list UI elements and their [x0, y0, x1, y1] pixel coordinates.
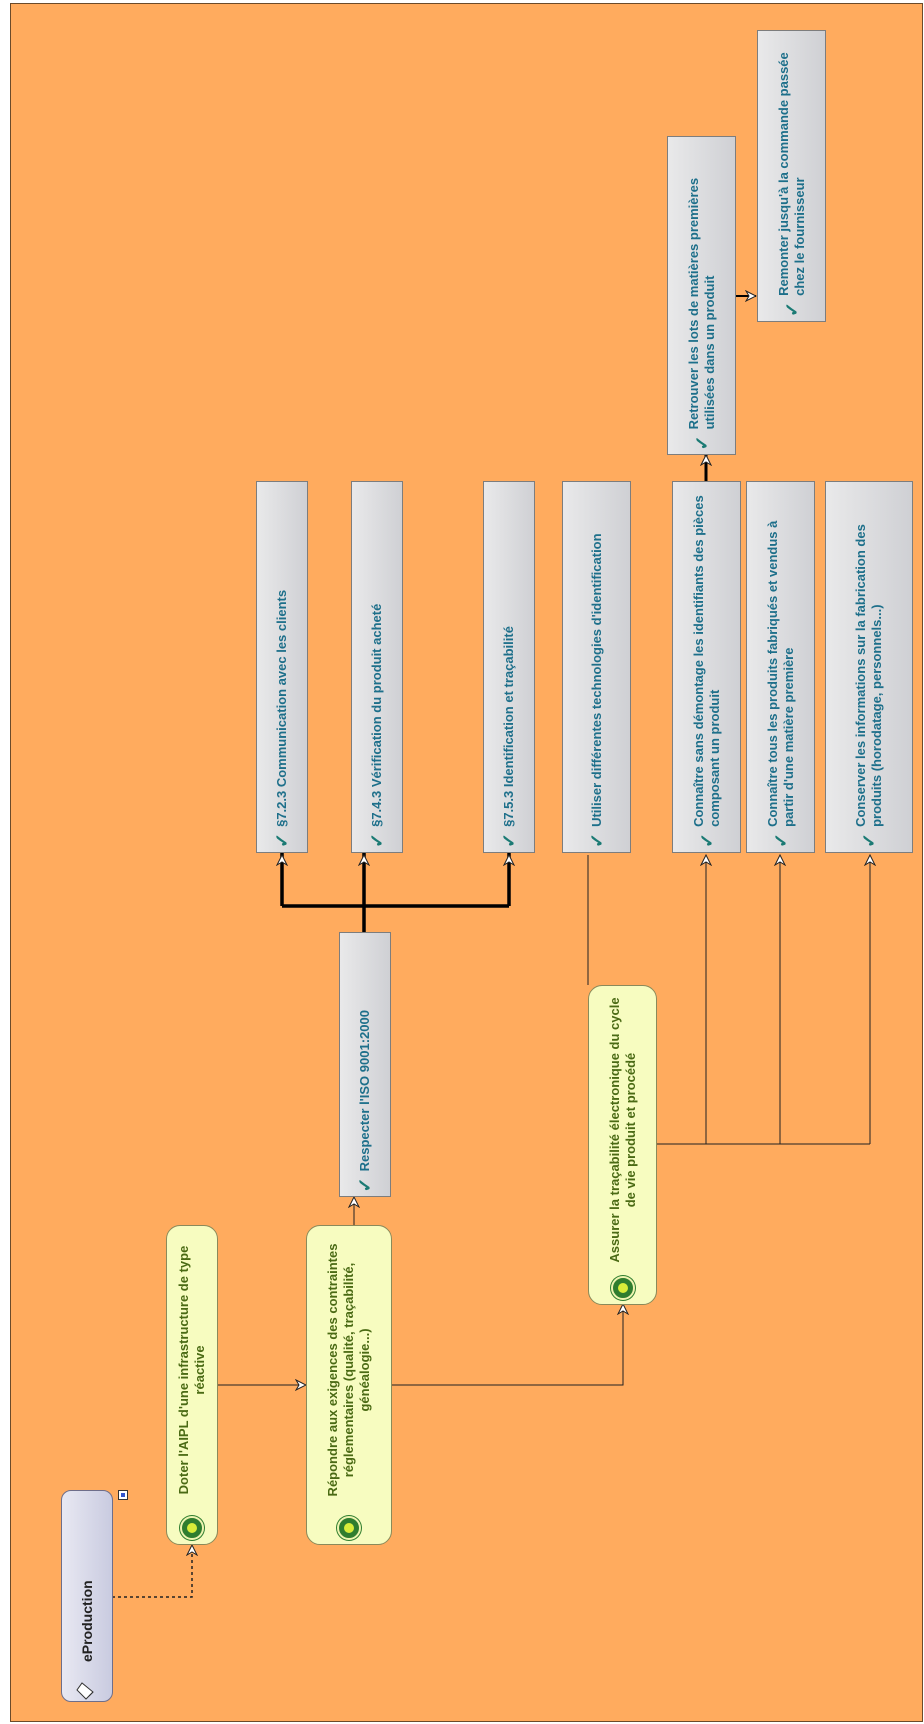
requirement-produits-label: Connaître tous les produits fabriqués et… [764, 520, 796, 827]
check-icon: ✓ [586, 832, 607, 848]
requirement-clause-743[interactable]: ✓ §7.4.3 Vérification du produit acheté [351, 481, 403, 853]
link-iso-clauses [280, 853, 511, 932]
link-icon[interactable] [118, 1490, 128, 1500]
requirement-lots[interactable]: ✓ Retrouver les lots de matières premièr… [667, 136, 736, 455]
requirement-clause-723[interactable]: ✓ §7.2.3 Communication avec les clients [256, 481, 308, 853]
requirement-technologies[interactable]: ✓ Utiliser différentes technologies d'id… [562, 481, 631, 853]
goal-regulatory[interactable]: Répondre aux exigences des contraintes r… [306, 1225, 392, 1545]
check-icon: ✓ [272, 832, 292, 848]
requirement-conserver-label: Conserver les informations sur la fabric… [853, 524, 884, 827]
requirement-fournisseur-label: Remonter jusqu'à la commande passée chez… [775, 52, 807, 296]
package-label: eProduction [79, 1580, 95, 1662]
goal-traceability-label: Assurer la traçabilité électronique du c… [606, 997, 638, 1263]
check-icon: ✓ [499, 832, 519, 848]
requirement-clause-753[interactable]: ✓ §7.5.3 Identification et traçabilité [483, 481, 535, 853]
link-regul-trace [392, 1304, 623, 1386]
check-icon: ✓ [355, 1176, 375, 1192]
check-icon: ✓ [770, 832, 791, 848]
dashed-link [112, 1545, 192, 1598]
folder-note-icon [74, 1680, 101, 1702]
requirement-technologies-label: Utiliser différentes technologies d'iden… [588, 533, 604, 827]
check-icon: ✓ [859, 832, 879, 848]
requirement-fournisseur[interactable]: ✓ Remonter jusqu'à la commande passée ch… [757, 30, 826, 322]
check-icon: ✓ [781, 301, 802, 317]
package-node[interactable]: eProduction [61, 1490, 113, 1702]
check-icon: ✓ [691, 434, 712, 450]
requirement-clause-753-label: §7.5.3 Identification et traçabilité [501, 626, 516, 827]
requirement-clause-743-label: §7.4.3 Vérification du produit acheté [369, 603, 384, 827]
check-icon: ✓ [696, 832, 717, 848]
requirement-clause-723-label: §7.2.3 Communication avec les clients [274, 589, 289, 827]
requirement-demontage[interactable]: ✓ Connaître sans démontage les identifia… [672, 481, 741, 853]
goal-regulatory-label: Répondre aux exigences des contraintes r… [325, 1243, 372, 1497]
requirement-lots-label: Retrouver les lots de matières premières… [685, 177, 717, 429]
goal-infrastructure[interactable]: Doter l'AIPL d'une infrastructure de typ… [166, 1225, 218, 1545]
goal-traceability[interactable]: Assurer la traçabilité électronique du c… [588, 985, 657, 1305]
link-trace-reqs [587, 855, 870, 1145]
requirement-iso-label: Respecter l'ISO 9001:2000 [357, 1009, 372, 1171]
goal-infrastructure-label: Doter l'AIPL d'une infrastructure de typ… [176, 1245, 207, 1495]
goal-target-icon [610, 1276, 635, 1300]
requirement-produits[interactable]: ✓ Connaître tous les produits fabriqués … [746, 481, 815, 853]
goal-target-icon [180, 1516, 204, 1540]
goal-target-icon [337, 1516, 361, 1540]
requirement-conserver[interactable]: ✓ Conserver les informations sur la fabr… [825, 481, 913, 853]
check-icon: ✓ [367, 832, 387, 848]
requirement-iso[interactable]: ✓ Respecter l'ISO 9001:2000 [339, 932, 391, 1197]
requirement-demontage-label: Connaître sans démontage les identifiant… [690, 495, 722, 827]
